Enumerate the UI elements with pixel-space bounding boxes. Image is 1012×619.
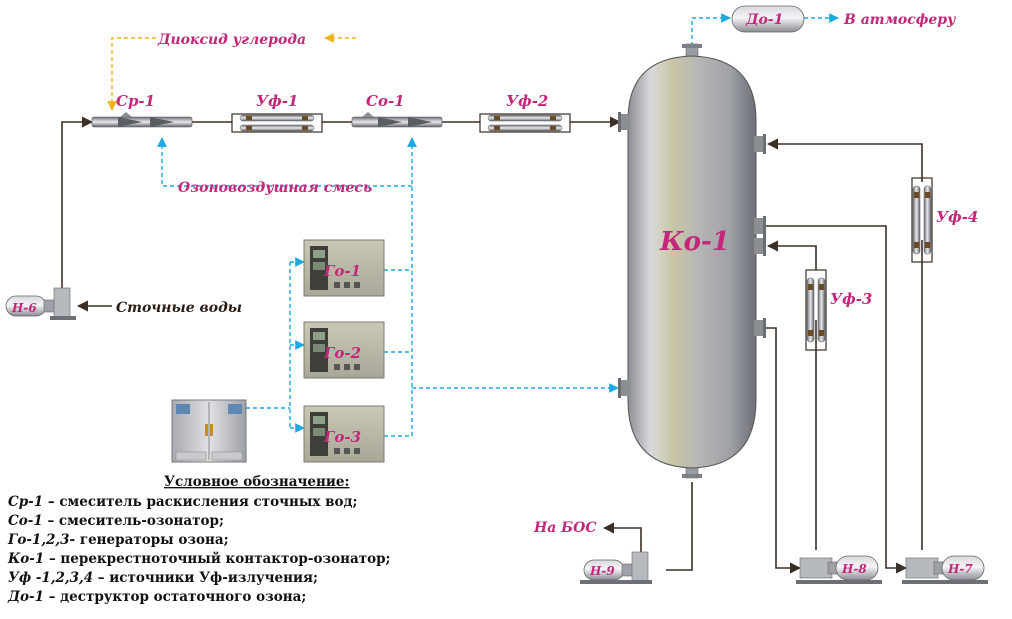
label-h8: Н-8 — [841, 562, 867, 576]
label-go2: Го-2 — [323, 344, 361, 362]
legend-code: Ср-1 — [8, 494, 43, 510]
label-sr1: Ср-1 — [116, 92, 155, 110]
uv-unit-uf3 — [805, 269, 827, 351]
label-wastewater: Сточные воды — [116, 300, 242, 316]
legend-code: Уф -1,2,3,4 — [8, 570, 93, 586]
mixer-so1 — [351, 112, 443, 128]
legend-item: До-1 – деструктор остаточного озона; — [7, 589, 306, 605]
ozone-generator-go1 — [303, 239, 385, 297]
legend: Условное обозначение: Ср-1 – смеситель р… — [7, 474, 391, 605]
label-co2: Диоксид углерода — [157, 32, 306, 48]
air-preparation-cabinet — [171, 399, 247, 463]
uv-unit-uf2 — [479, 113, 571, 133]
legend-text: – смеситель-озонатор; — [43, 513, 224, 529]
legend-item: Со-1 – смеситель-озонатор; — [8, 513, 224, 529]
legend-code: Го-1,2,3 — [7, 532, 70, 548]
label-uf2: Уф-2 — [506, 92, 548, 110]
label-do1: До-1 — [745, 12, 783, 28]
label-h7: Н-7 — [947, 562, 973, 576]
legend-text: – смеситель раскисления сточных вод; — [43, 494, 357, 510]
label-so1: Со-1 — [366, 92, 405, 110]
pump-h7 — [902, 555, 988, 584]
legend-text: - генераторы озона; — [70, 532, 229, 548]
label-ozone-mix: Озоновоздушная смесь — [178, 180, 372, 196]
legend-title: Условное обозначение: — [164, 474, 349, 490]
label-go3: Го-3 — [323, 428, 361, 446]
legend-text: – перекрестноточный контактор-озонатор; — [44, 551, 390, 567]
label-to-bos: На БОС — [533, 520, 596, 536]
label-uf4: Уф-4 — [936, 208, 978, 226]
label-ko1: Ко-1 — [659, 227, 730, 257]
label-uf1: Уф-1 — [256, 92, 298, 110]
label-atmosphere: В атмосферу — [843, 12, 956, 28]
legend-code: Ко-1 — [7, 551, 44, 567]
legend-code: До-1 — [7, 589, 44, 605]
legend-text: – деструктор остаточного озона; — [44, 589, 306, 605]
legend-item: Ср-1 – смеситель раскисления сточных вод… — [8, 494, 358, 510]
uv-unit-uf4 — [911, 177, 933, 263]
water-lines — [61, 116, 923, 574]
co2-line — [107, 33, 356, 111]
label-h6: Н-6 — [11, 301, 37, 315]
pump-h8 — [796, 555, 882, 584]
ozone-generator-go3 — [303, 405, 385, 463]
pump-h6 — [5, 287, 76, 320]
ozone-air-lines — [157, 13, 839, 437]
label-go1: Го-1 — [323, 262, 361, 280]
legend-item: Уф -1,2,3,4 – источники Уф-излучения; — [8, 570, 318, 586]
legend-text: – источники Уф-излучения; — [93, 570, 318, 586]
legend-code: Со-1 — [8, 513, 43, 529]
pump-h9 — [580, 551, 652, 584]
ozone-generator-go2 — [303, 321, 385, 379]
uv-unit-uf1 — [231, 113, 323, 133]
legend-item: Ко-1 – перекрестноточный контактор-озона… — [7, 551, 391, 567]
contactor-vessel-ko1 — [618, 43, 766, 479]
label-uf3: Уф-3 — [830, 290, 872, 308]
mixer-sr1 — [91, 112, 193, 128]
destructor-do1 — [731, 5, 805, 33]
label-h9: Н-9 — [589, 564, 615, 578]
legend-item: Го-1,2,3- генераторы озона; — [7, 532, 229, 548]
